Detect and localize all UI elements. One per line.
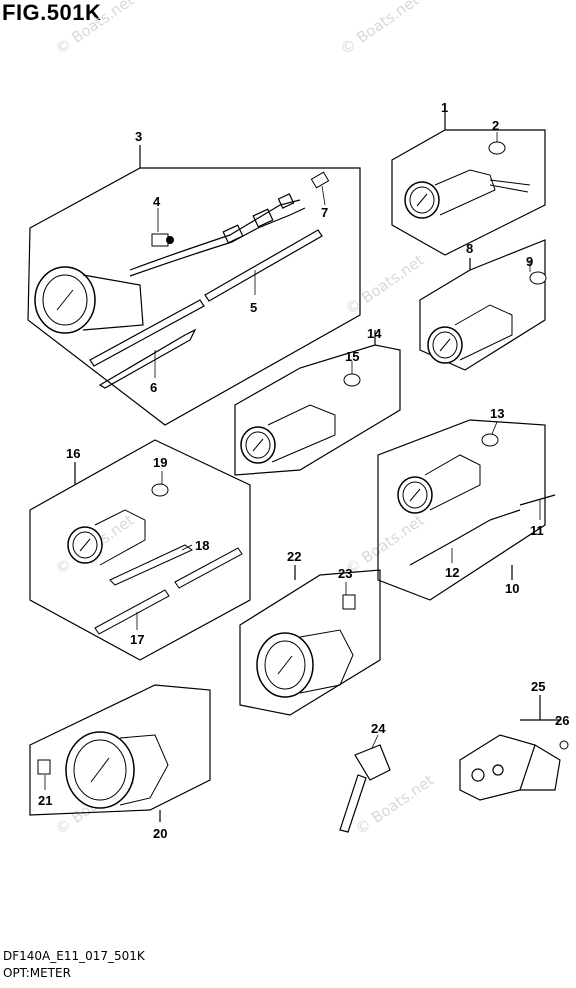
callout-3: 3 <box>135 129 142 144</box>
tie-18 <box>109 544 193 586</box>
watermark: © Boats.net <box>342 251 427 318</box>
gauge-8-body <box>454 304 513 361</box>
callout-19: 19 <box>153 455 167 470</box>
callout-1: 1 <box>441 100 448 115</box>
group-16-box <box>29 439 251 661</box>
watermark: © Boats.net <box>342 511 427 578</box>
callout-14: 14 <box>367 326 382 341</box>
callout-26: 26 <box>555 713 569 728</box>
group-8-box <box>419 239 546 371</box>
callout-20: 20 <box>153 826 167 841</box>
bulb-19 <box>151 483 169 497</box>
callout-23: 23 <box>338 566 352 581</box>
tube-5 <box>89 229 323 367</box>
gauge-14-body <box>267 404 336 463</box>
callout-4: 4 <box>153 194 161 209</box>
gauge-20 <box>65 731 169 809</box>
callout-7: 7 <box>321 205 328 220</box>
group-22-box <box>239 565 381 716</box>
gauge-8 <box>427 326 463 364</box>
screw-26 <box>559 740 569 750</box>
harness-12 <box>409 509 521 566</box>
figure-subtitle: OPT:METER <box>3 966 71 980</box>
callout-11: 11 <box>530 523 544 538</box>
callout-15: 15 <box>345 349 359 364</box>
callout-25: 25 <box>531 679 545 694</box>
group-1-box <box>391 110 546 256</box>
gauge-3 <box>34 266 144 334</box>
harness-3 <box>129 193 306 277</box>
callout-16: 16 <box>66 446 80 461</box>
callout-2: 2 <box>492 118 499 133</box>
callout-10: 10 <box>505 581 519 596</box>
group-20-box <box>29 684 211 822</box>
watermarks: © Boats.net © Boats.net © Boats.net © Bo… <box>52 0 437 838</box>
callout-8: 8 <box>466 241 473 256</box>
leader-lines <box>44 132 541 790</box>
bulb-9 <box>529 271 547 285</box>
bulb-7 <box>310 171 330 189</box>
gauge-16 <box>67 526 103 564</box>
bulb-21 <box>37 759 51 775</box>
bracket-24 <box>339 744 391 833</box>
callout-13: 13 <box>490 406 504 421</box>
gauge-1 <box>404 181 440 219</box>
callout-17: 17 <box>130 632 144 647</box>
callout-12: 12 <box>445 565 459 580</box>
gauge-1-body <box>434 169 496 216</box>
gauge-22 <box>256 629 354 698</box>
group-10-box <box>377 419 546 601</box>
watermark: © Boats.net <box>52 0 137 58</box>
group-14-box <box>234 330 401 476</box>
model-code: DF140A_E11_017_501K <box>3 949 145 963</box>
gauge-10-body <box>424 454 481 511</box>
callout-21: 21 <box>38 793 52 808</box>
callouts: 1 2 3 4 5 6 7 8 9 10 11 12 13 14 15 16 1… <box>38 100 569 841</box>
gauge-1-wires <box>489 179 531 193</box>
bracket-25 <box>459 695 561 801</box>
group-3-box <box>27 145 361 426</box>
bulb-2 <box>488 141 506 155</box>
bulb-15 <box>343 373 361 387</box>
tie-6 <box>98 328 197 389</box>
tube-17 <box>94 547 243 635</box>
gauge-14 <box>240 426 276 464</box>
watermark: © Boats.net <box>337 0 422 58</box>
bulb-4 <box>151 233 174 247</box>
callout-5: 5 <box>250 300 257 315</box>
callout-9: 9 <box>526 254 533 269</box>
bulb-13 <box>481 433 499 447</box>
callout-22: 22 <box>287 549 301 564</box>
figure-title: FIG.501K <box>2 0 102 25</box>
gauge-16-body <box>94 509 146 566</box>
callout-24: 24 <box>371 721 386 736</box>
callout-6: 6 <box>150 380 157 395</box>
harness-11 <box>519 494 556 506</box>
callout-18: 18 <box>195 538 209 553</box>
gauge-10 <box>397 476 433 514</box>
bulb-23 <box>342 594 356 610</box>
